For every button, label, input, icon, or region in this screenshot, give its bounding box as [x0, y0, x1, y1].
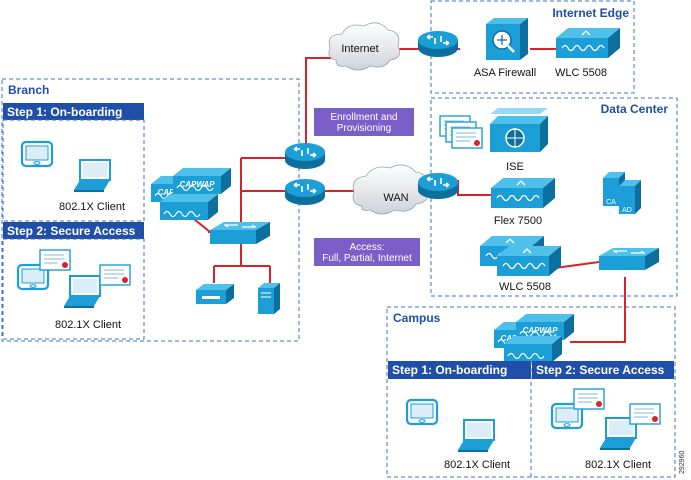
figure-id: 292960 — [679, 451, 686, 474]
svg-text:AD: AD — [622, 207, 632, 214]
internet-edge-label: Internet Edge — [552, 6, 629, 20]
enroll-line1: Enrollment and — [330, 112, 397, 123]
certificate-icon — [629, 403, 661, 425]
laptop-icon — [63, 275, 101, 309]
access-point-icon — [159, 193, 219, 221]
wan-cloud: WAN — [352, 164, 429, 215]
svg-text:CA: CA — [606, 199, 616, 206]
internet-cloud: Internet — [328, 22, 401, 71]
campus-client2-label: 802.1X Client — [585, 459, 651, 471]
laptop-icon — [73, 159, 111, 193]
branch-zone: Branch — [1, 78, 300, 342]
certificate-icon — [39, 249, 71, 271]
link-internet-router — [305, 57, 331, 146]
campus-step1-label: Step 1: On-boarding — [392, 363, 507, 377]
branch-step2-label: Step 2: Secure Access — [7, 224, 136, 238]
ise-label: ISE — [506, 161, 524, 173]
ise-server: ISE — [439, 108, 548, 173]
branch-client1-label: 802.1X Client — [59, 201, 125, 213]
ise-icon — [490, 108, 548, 152]
server-icon — [258, 283, 280, 314]
svg-text:CAPWAP: CAPWAP — [522, 326, 558, 335]
asa-label: ASA Firewall — [474, 67, 536, 79]
access-point-icon — [503, 335, 563, 363]
data-center-label: Data Center — [601, 102, 669, 116]
access-point-icon: CAPWAP — [515, 313, 575, 341]
link-switch-drops — [213, 266, 271, 284]
ad-server-icon: AD — [619, 180, 641, 214]
campus-client1-label: 802.1X Client — [444, 459, 510, 471]
campus-step2: Step 2: Secure Access — [532, 361, 674, 379]
certificate-icon — [451, 127, 483, 149]
link-wlc-switch — [554, 261, 600, 269]
laptop-icon — [457, 419, 495, 453]
tablet-icon — [20, 140, 54, 168]
wlc-dc-icon — [496, 245, 562, 277]
data-center-zone: Data Center — [430, 97, 678, 297]
certificate-icon — [99, 264, 131, 286]
campus-ap-stack: CAPWAP CAPWAP — [493, 313, 575, 363]
access-point-icon: CAPWAP — [172, 167, 232, 195]
flex-7500: Flex 7500 — [490, 177, 556, 227]
wlc-edge: WLC 5508 — [555, 27, 621, 79]
certificate-icon — [573, 388, 605, 410]
flex-icon — [490, 177, 556, 209]
edge-router-icon — [417, 30, 459, 58]
campus-step2-label: Step 2: Secure Access — [536, 363, 665, 377]
enrollment-callout: Enrollment and Provisioning — [314, 108, 414, 136]
ca-ad-servers: CA AD — [603, 172, 641, 214]
dc-router-icon — [417, 172, 459, 200]
branch-label: Branch — [8, 83, 49, 97]
branch-router-bottom-icon — [284, 178, 326, 206]
link-branch-router-bottom — [240, 158, 286, 192]
link-switch-campus-ap — [570, 277, 626, 343]
link-dc-flex — [457, 180, 491, 196]
wan-label: WAN — [383, 192, 408, 204]
wlc-edge-icon — [555, 27, 621, 59]
branch-ap-stack: CAPWAP CAPWAP — [150, 167, 232, 221]
branch-step1-box — [2, 119, 145, 222]
svg-text:CAPWAP: CAPWAP — [179, 180, 215, 189]
branch-step1: Step 1: On-boarding — [3, 103, 144, 120]
enroll-line2: Provisioning — [337, 123, 391, 134]
branch-step2-box — [2, 238, 145, 340]
printer-icon — [196, 284, 234, 304]
campus-step1: Step 1: On-boarding — [388, 361, 531, 379]
tablet-icon — [405, 398, 439, 426]
campus-label: Campus — [393, 311, 441, 325]
asa-firewall: ASA Firewall — [474, 18, 536, 79]
access-line2: Full, Partial, Internet — [322, 253, 412, 264]
wlc-dc-label: WLC 5508 — [499, 281, 551, 293]
internet-edge-zone: Internet Edge — [430, 0, 635, 94]
access-callout: Access: Full, Partial, Internet — [314, 238, 420, 266]
wlc-edge-label: WLC 5508 — [555, 67, 607, 79]
access-line1: Access: — [349, 242, 384, 253]
internet-label: Internet — [341, 43, 378, 55]
dc-switch-icon — [598, 247, 660, 271]
branch-step2: Step 2: Secure Access — [3, 222, 144, 239]
firewall-icon — [486, 18, 528, 60]
branch-router-top-icon — [284, 142, 326, 170]
branch-step1-label: Step 1: On-boarding — [7, 105, 122, 119]
branch-client2-label: 802.1X Client — [55, 319, 121, 331]
flex-label: Flex 7500 — [494, 215, 542, 227]
wlc-dc: WLC 5508 — [479, 235, 562, 293]
branch-switch-icon — [209, 221, 271, 245]
